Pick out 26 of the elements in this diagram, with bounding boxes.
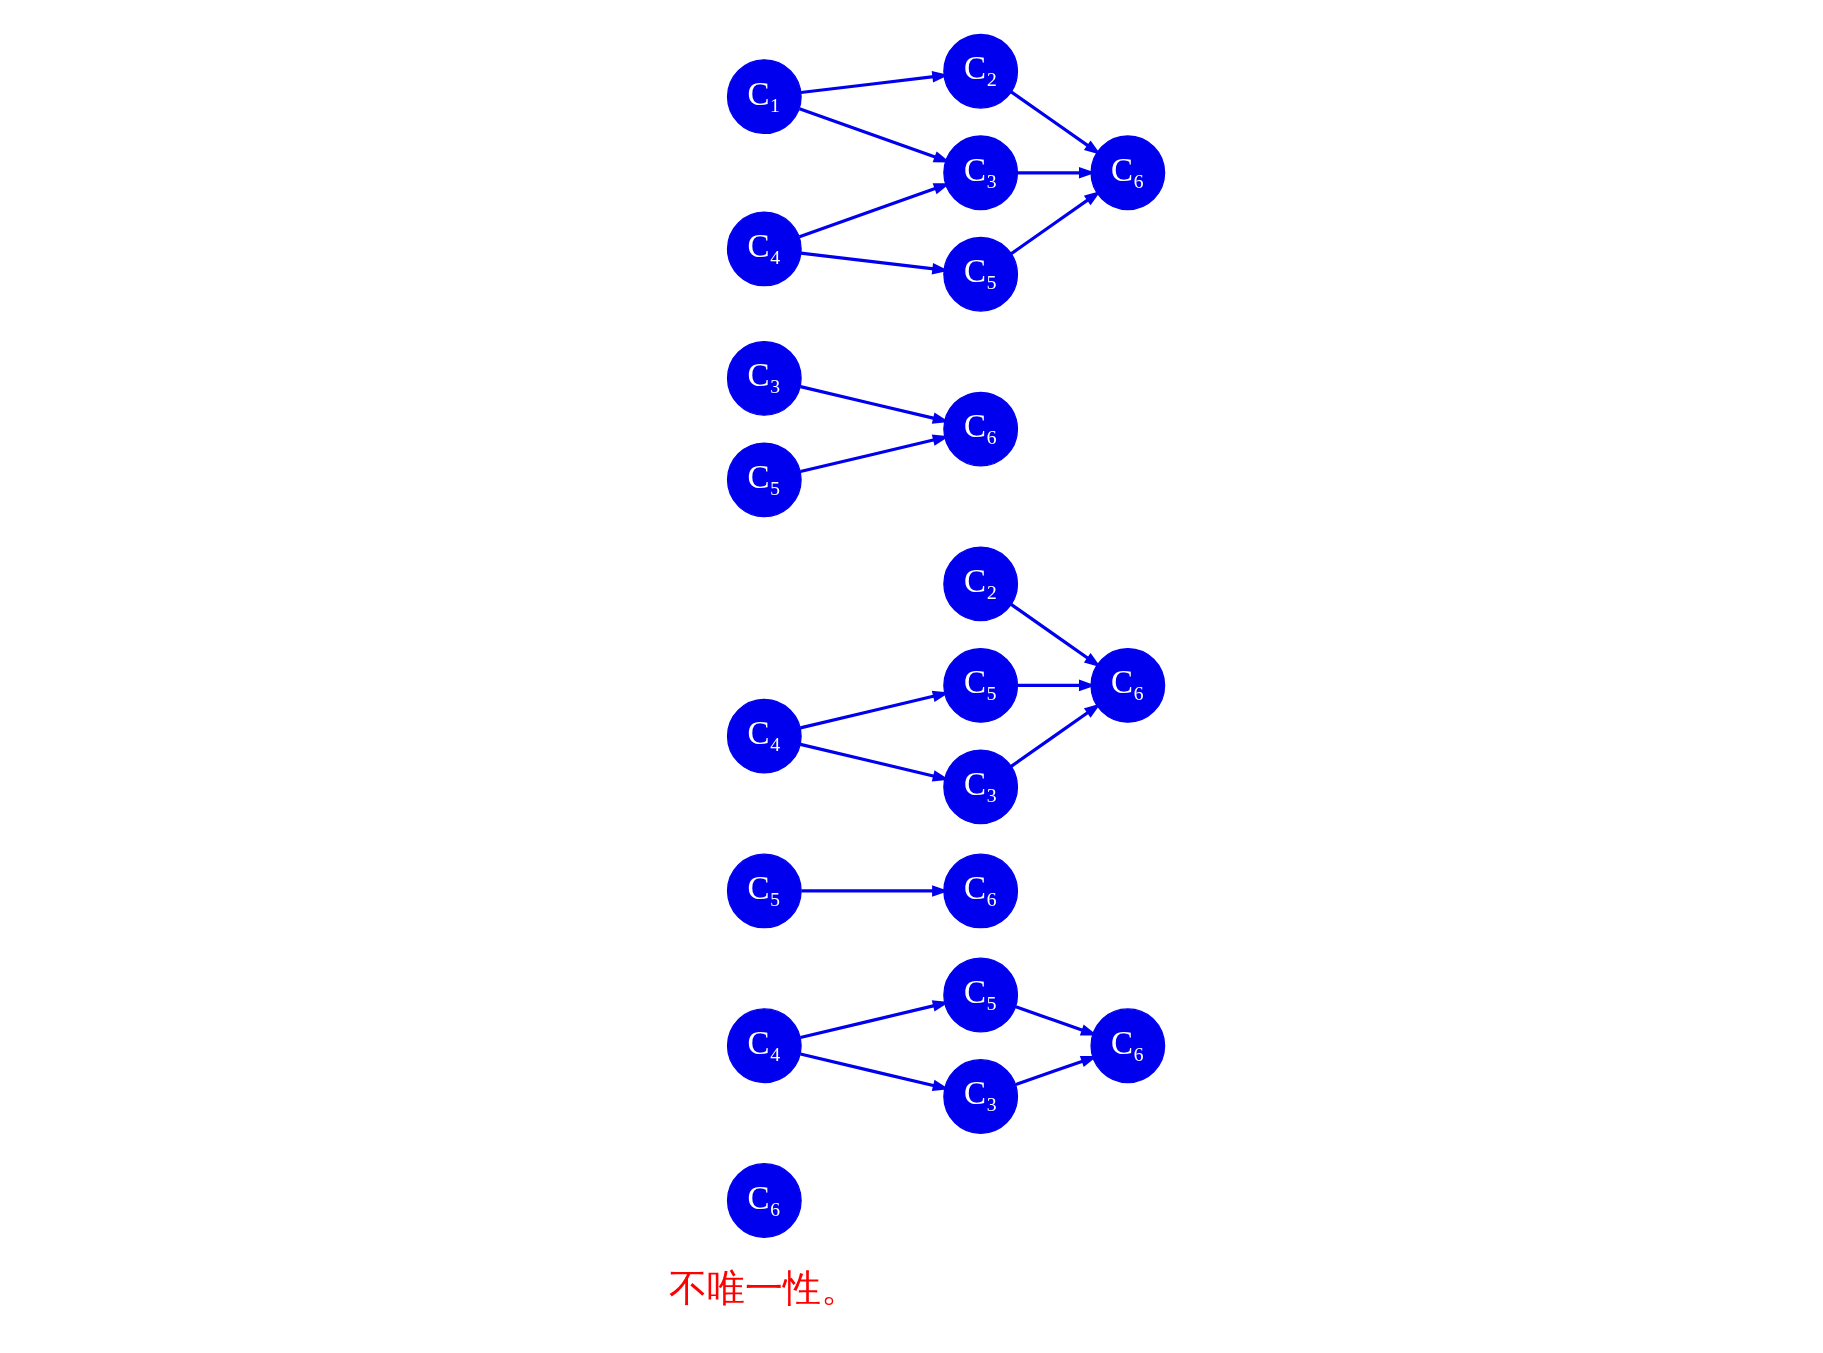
node-circle: C₂ [943,546,1019,622]
node-circle: C₂ [943,33,1019,109]
node-circle: C₁ [726,59,802,135]
node-circle: C₃ [726,340,802,416]
node-circle: C₃ [943,1059,1019,1134]
node-circle: C₅ [726,853,802,929]
arrow [1010,703,1101,768]
node-circle: C₄ [726,1008,802,1084]
node-circle: C₃ [943,749,1019,825]
arrow [1010,90,1101,155]
node-circle: C₆ [726,1163,802,1238]
node-circle: C₅ [726,442,802,518]
node-circle: C₆ [1090,647,1166,723]
node-circle: C₅ [943,647,1019,723]
node-circle: C₄ [726,698,802,774]
node-circle: C₆ [943,853,1019,929]
label: 不唯一性。 [669,1266,860,1311]
arrow [1010,603,1101,668]
node-circle: C₆ [943,391,1019,467]
node-circle: C₅ [943,957,1019,1033]
node-circle: C₆ [1090,135,1166,211]
node-circle: C₆ [1090,1008,1166,1084]
node-circle: C₄ [726,211,802,287]
arrow [1010,190,1101,256]
node-circle: C₃ [943,135,1019,211]
node-circle: C₅ [943,236,1019,312]
